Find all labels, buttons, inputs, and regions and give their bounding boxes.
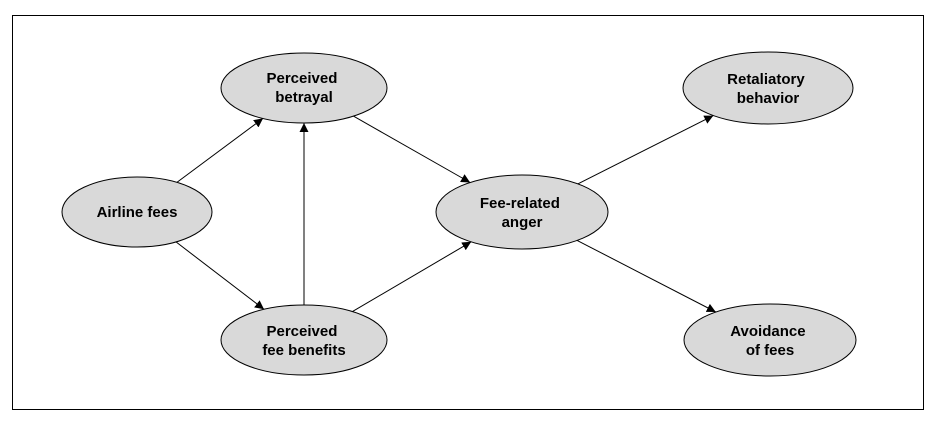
node-retaliatory-behavior: Retaliatory behavior <box>682 51 854 125</box>
node-perceived-fee-benefits: Perceived fee benefits <box>220 304 388 376</box>
node-fee-related-anger-ellipse <box>435 174 609 250</box>
node-perceived-fee-benefits-ellipse <box>220 304 388 376</box>
node-retaliatory-behavior-label: Retaliatory behavior <box>727 71 809 107</box>
node-perceived-fee-benefits-line-2: fee benefits <box>262 342 345 359</box>
node-perceived-betrayal-ellipse <box>220 52 388 124</box>
node-airline-fees: Airline fees <box>61 176 213 248</box>
node-airline-fees-ellipse <box>61 176 213 248</box>
node-retaliatory-behavior-line-1: Retaliatory <box>727 71 805 88</box>
node-retaliatory-behavior-ellipse <box>682 51 854 125</box>
arrow-perceived-fee-benefits-to-fee-related-anger <box>352 241 472 313</box>
arrow-perceived-betrayal-to-fee-related-anger <box>353 115 471 183</box>
node-perceived-betrayal-line-1: Perceived <box>266 70 337 87</box>
node-fee-related-anger-label: Fee-related anger <box>480 195 564 231</box>
node-airline-fees-label: Airline fees <box>97 204 178 221</box>
node-perceived-betrayal-line-2: betrayal <box>275 89 333 106</box>
node-fee-related-anger-line-1: Fee-related <box>480 195 560 212</box>
node-fee-related-anger-line-2: anger <box>502 214 543 231</box>
node-avoidance-of-fees-ellipse <box>683 303 857 377</box>
node-fee-related-anger: Fee-related anger <box>435 174 609 250</box>
node-airline-fees-line-1: Airline fees <box>97 204 178 221</box>
node-perceived-betrayal-label: Perceived betrayal <box>266 70 341 106</box>
node-avoidance-of-fees-label: Avoidance of fees <box>730 323 809 359</box>
node-perceived-fee-benefits-line-1: Perceived <box>266 323 337 340</box>
node-perceived-betrayal: Perceived betrayal <box>220 52 388 124</box>
node-avoidance-of-fees-line-1: Avoidance <box>730 323 805 340</box>
node-avoidance-of-fees-line-2: of fees <box>746 342 794 359</box>
node-retaliatory-behavior-line-2: behavior <box>737 90 800 107</box>
arrow-fee-related-anger-to-avoidance-of-fees <box>576 239 717 313</box>
arrow-fee-related-anger-to-retaliatory-behavior <box>577 115 714 185</box>
node-avoidance-of-fees: Avoidance of fees <box>683 303 857 377</box>
node-perceived-fee-benefits-label: Perceived fee benefits <box>262 323 345 359</box>
arrow-airline-fees-to-perceived-betrayal <box>176 117 264 183</box>
diagram-frame <box>12 15 924 410</box>
arrow-airline-fees-to-perceived-fee-benefits <box>175 241 265 310</box>
